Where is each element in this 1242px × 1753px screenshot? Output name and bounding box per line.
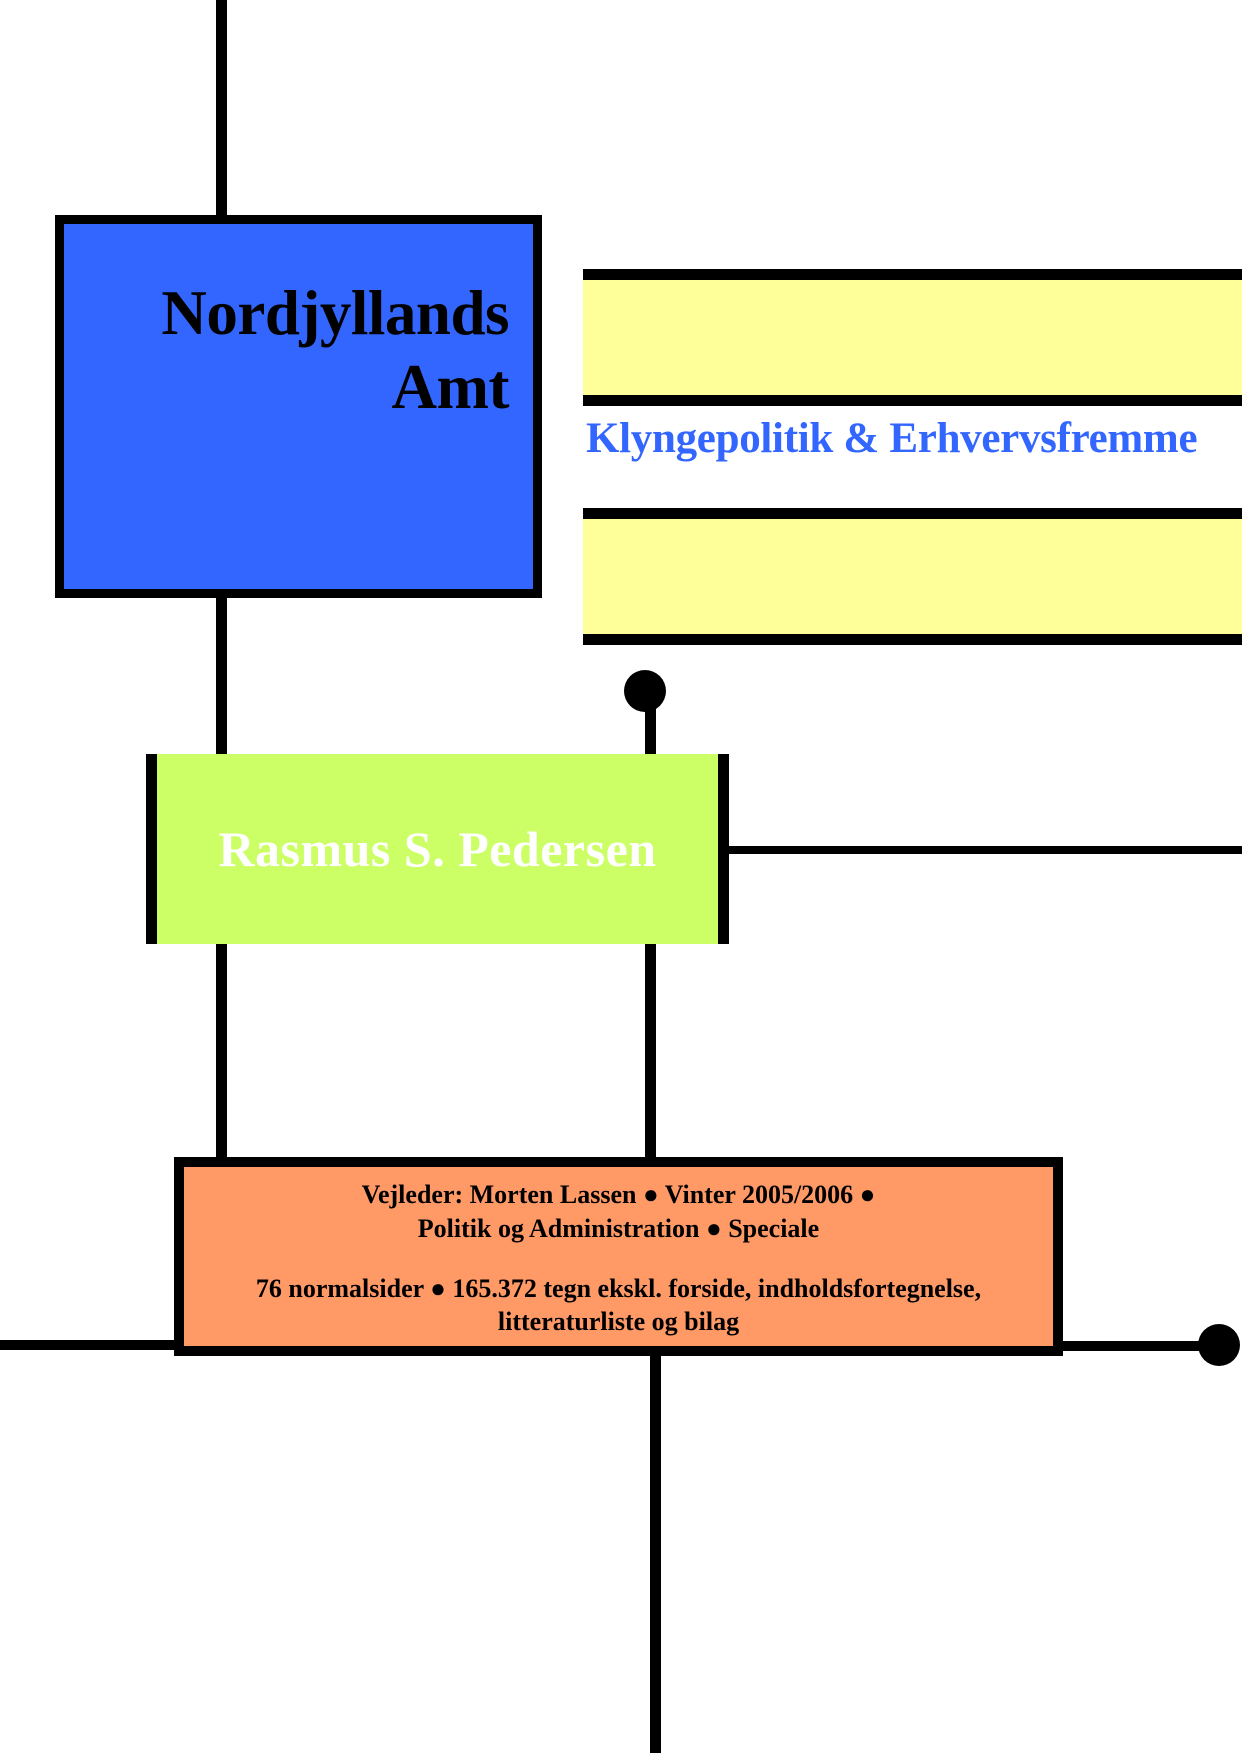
connector-line-top-vertical: [216, 0, 227, 219]
institution-box: Nordjyllands Amt: [55, 215, 542, 598]
pin-marker-upper-icon: [624, 670, 666, 712]
pin-marker-lower-icon: [1198, 1324, 1240, 1366]
connector-line-bottom-vertical: [650, 1352, 661, 1753]
metadata-box: Vejleder: Morten Lassen ● Vinter 2005/20…: [174, 1157, 1063, 1356]
connector-line-green-to-orange: [216, 940, 227, 1162]
metadata-programme-type: Politik og Administration ● Speciale: [417, 1213, 820, 1243]
metadata-length-characters: 76 normalsider ● 165.372 tegn ekskl. for…: [255, 1273, 982, 1303]
author-box: Rasmus S. Pedersen: [146, 754, 729, 944]
page-title: Klyngepolitik & Erhvervsfremme: [586, 415, 1198, 462]
metadata-supervisor-term: Vejleder: Morten Lassen ● Vinter 2005/20…: [361, 1180, 876, 1209]
connector-line-pin-upper-stem: [645, 690, 656, 758]
metadata-length-exclusions: litteraturliste og bilag: [497, 1307, 740, 1337]
connector-line-meta-left: [0, 1340, 180, 1350]
author-name: Rasmus S. Pedersen: [218, 821, 657, 877]
institution-name: Nordjyllands Amt: [161, 278, 509, 422]
connector-line-blue-to-green: [216, 595, 227, 758]
connector-line-meta-right: [1062, 1341, 1210, 1351]
accent-bar-top: [583, 269, 1242, 406]
connector-line-author-right: [727, 846, 1242, 854]
connector-line-green-to-orange-right: [645, 940, 656, 1162]
accent-bar-bottom: [583, 508, 1242, 645]
